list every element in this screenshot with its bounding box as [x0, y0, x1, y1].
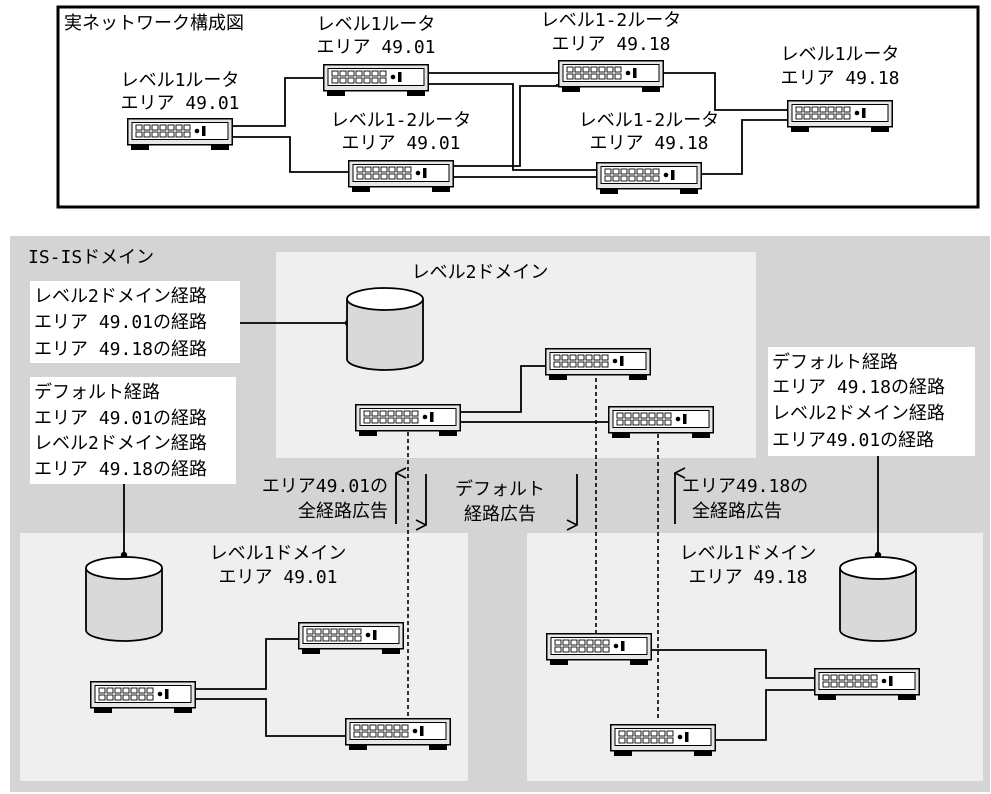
- level1-left-area: エリア 49.01: [218, 567, 337, 588]
- router-label: レベル1ルータ: [317, 14, 436, 35]
- route-entry: エリア 49.18の経路: [34, 339, 207, 360]
- router-l12-4901: [348, 160, 454, 193]
- router-l2-right: [608, 406, 714, 439]
- link-l12c-l1c: [702, 119, 787, 175]
- link-l12a-l12b: [454, 84, 558, 167]
- isis-domain-title: IS-ISドメイン: [28, 247, 154, 268]
- physical-network-title: 実ネットワーク構成図: [64, 13, 244, 34]
- router-label: エリア 49.01: [316, 37, 435, 58]
- router-l1-right-top: [546, 633, 652, 666]
- router-label: レベル1-2ルータ: [541, 10, 682, 31]
- level2-domain-title: レベル2ドメイン: [412, 262, 549, 283]
- link-l1a-l1b: [233, 77, 323, 127]
- router-l1-right-edge: [814, 668, 920, 701]
- level2-route-box: [30, 281, 240, 363]
- physical-links: [233, 72, 787, 178]
- adv-label-right: エリア49.18の: [682, 476, 808, 497]
- link-l1a-l12a: [233, 136, 348, 173]
- left-route-box: [30, 377, 236, 484]
- route-entry: レベル2ドメイン経路: [772, 403, 945, 424]
- router-label: レベル1-2ルータ: [331, 110, 472, 131]
- router-l12-4918-bottom: [596, 162, 702, 195]
- router-l1-4918: [787, 100, 893, 133]
- database-connectors: [123, 322, 879, 555]
- adv-label-left: エリア49.01の: [262, 476, 388, 497]
- router-l1-right-bottom: [610, 724, 716, 757]
- level1-left-title: レベル1ドメイン: [210, 543, 347, 564]
- level1-left-links: [196, 638, 345, 737]
- level2-database-icon: [346, 287, 424, 371]
- right-route-box: [768, 347, 975, 456]
- route-entry: デフォルト経路: [34, 382, 160, 403]
- route-entry: エリア 49.18の経路: [34, 459, 207, 480]
- level1-right-links: [652, 649, 814, 741]
- router-label: エリア 49.01: [120, 93, 239, 114]
- level1-right-database-icon: [839, 556, 917, 642]
- router-label: エリア 49.18: [780, 68, 899, 89]
- route-entry: エリア 49.01の経路: [34, 312, 207, 333]
- router-l1-4901-top: [323, 64, 429, 97]
- level1-left-database-icon: [85, 556, 163, 642]
- route-entry: エリア 49.01の経路: [34, 408, 207, 429]
- router-label: レベル1-2ルータ: [579, 110, 720, 131]
- route-entry: レベル2ドメイン経路: [34, 286, 207, 307]
- advertisement-arrows: [396, 473, 675, 525]
- router-label: エリア 49.01: [341, 133, 460, 154]
- router-l12-4918-top: [558, 60, 664, 93]
- adv-label-left: 全経路広告: [298, 501, 388, 522]
- adv-label-mid: 経路広告: [464, 504, 536, 525]
- router-l1-left-bottom: [345, 718, 451, 751]
- router-label: レベル1ルータ: [781, 44, 900, 65]
- router-label: エリア 49.18: [551, 34, 670, 55]
- router-l2-left: [355, 404, 461, 437]
- router-label: エリア 49.18: [589, 133, 708, 154]
- router-l1-left-edge: [90, 681, 196, 714]
- router-l1-left-top: [298, 622, 404, 655]
- level1-right-area: エリア 49.18: [688, 567, 807, 588]
- router-label: レベル1ルータ: [121, 70, 240, 91]
- adv-label-right: 全経路広告: [692, 501, 782, 522]
- link-l12b-l1c: [664, 72, 787, 111]
- route-entry: レベル2ドメイン経路: [34, 433, 207, 454]
- router-l1-4901-left: [127, 118, 233, 151]
- link-l1b-l12c: [429, 83, 596, 171]
- level2-links: [460, 365, 608, 423]
- route-entry: エリア49.01の経路: [772, 430, 934, 451]
- level1-right-title: レベル1ドメイン: [680, 543, 817, 564]
- level-mapping-lines: [407, 378, 659, 721]
- router-l2-top: [545, 348, 651, 381]
- route-entry: デフォルト経路: [772, 352, 898, 373]
- adv-label-mid: デフォルト: [455, 479, 545, 500]
- route-entry: エリア 49.18の経路: [772, 377, 945, 398]
